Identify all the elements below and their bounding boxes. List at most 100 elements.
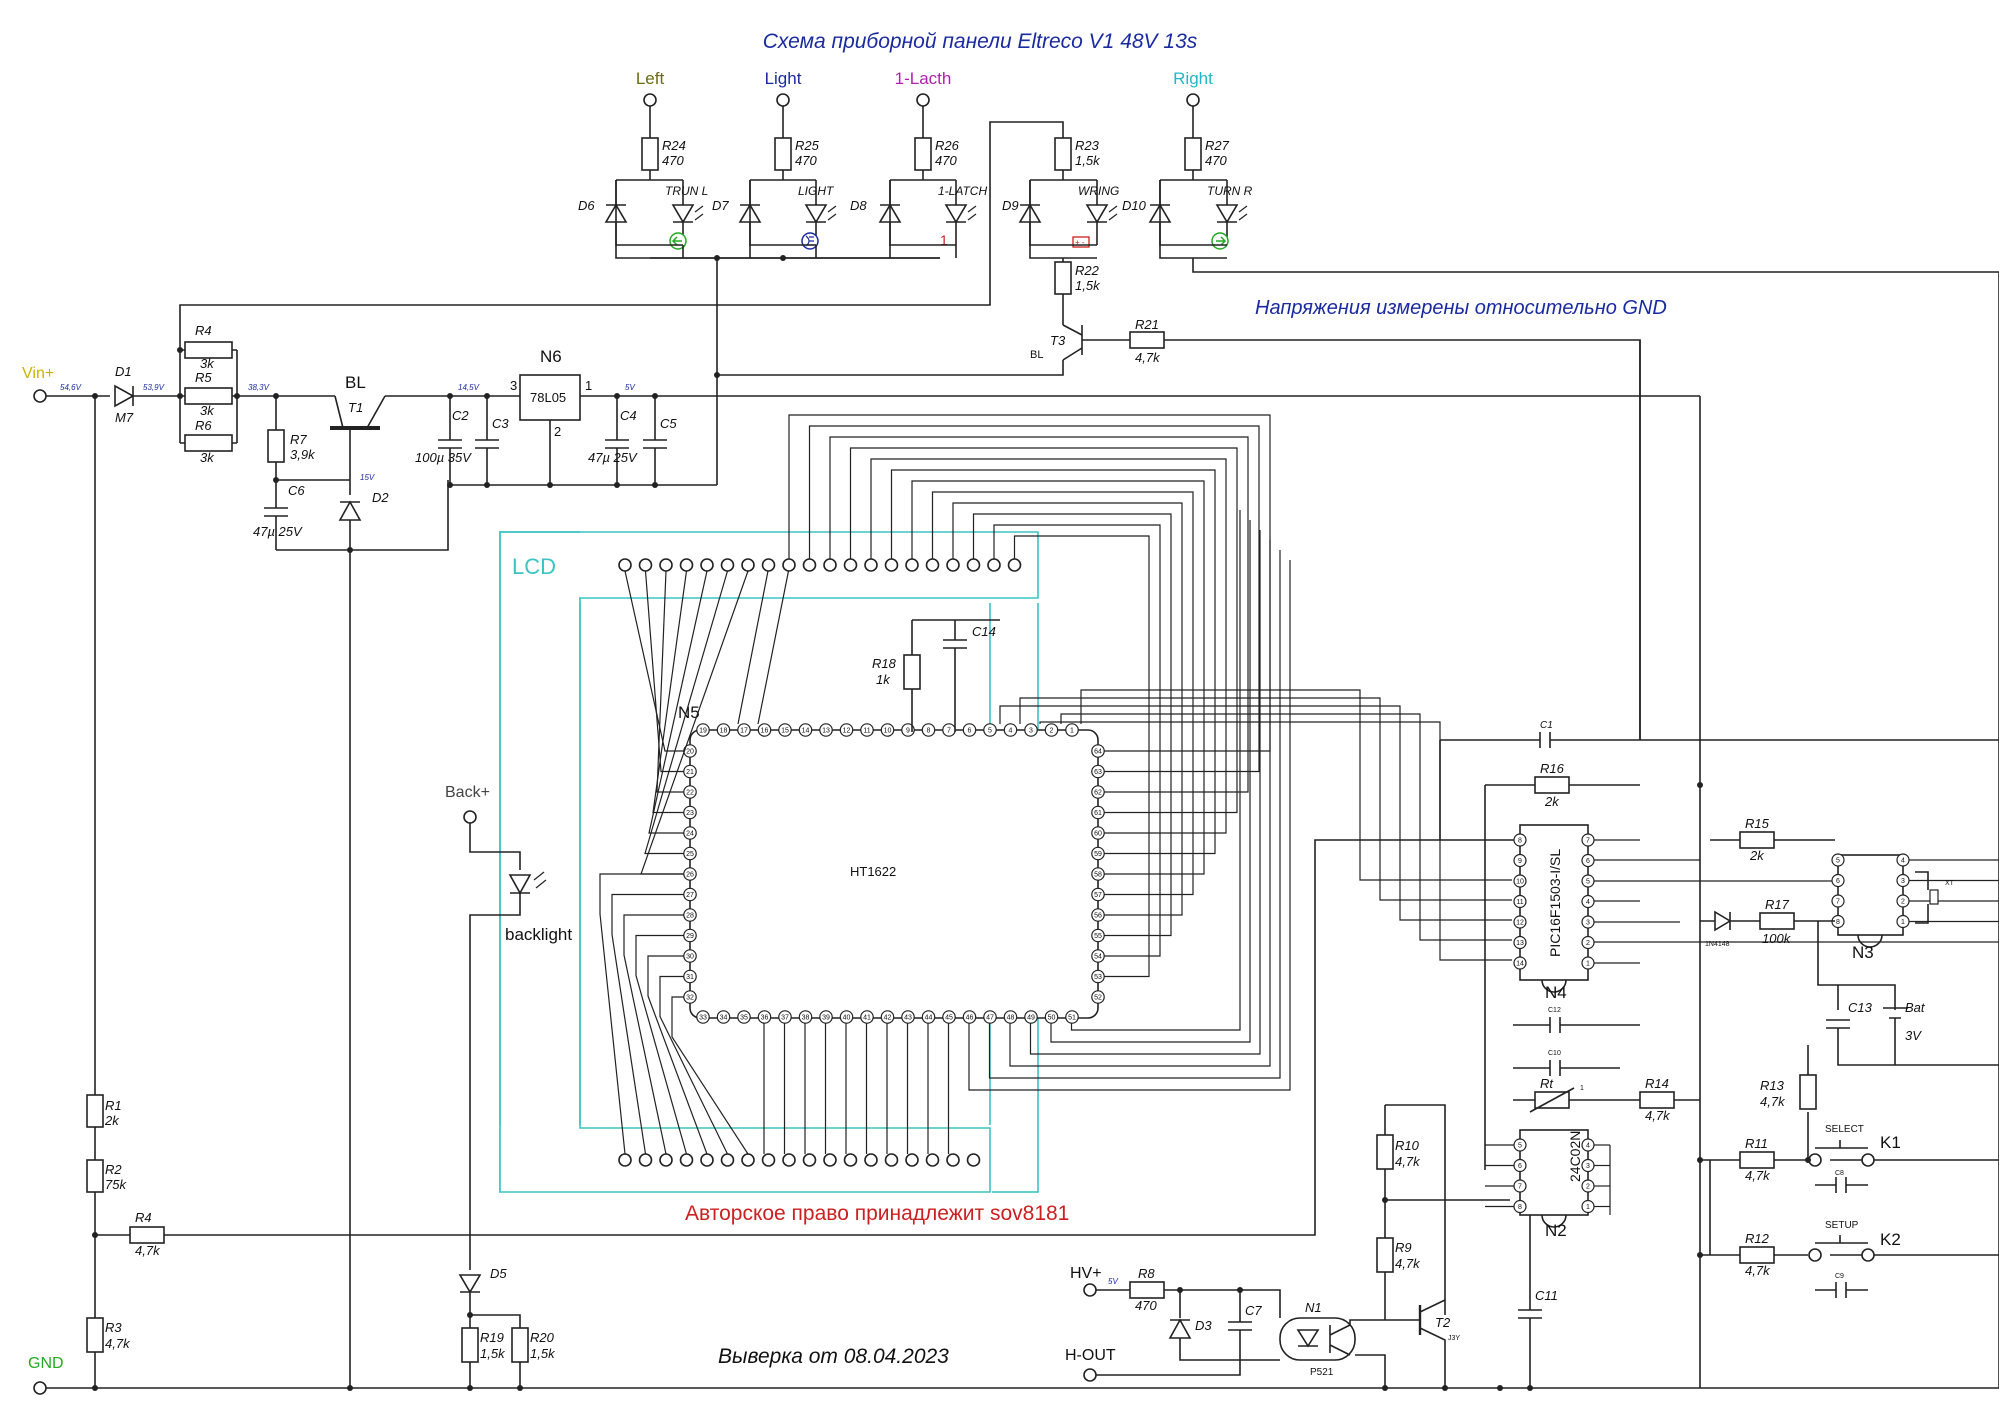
ht1622-pin-number: 44 [925,1015,933,1022]
ht1622-pin-number: 13 [822,728,830,735]
ht1622-pin-number: 35 [740,1015,748,1022]
lcd-wire [635,934,688,1155]
T2-val: J3Y [1448,1335,1460,1342]
ht1622-pin-number: 46 [966,1015,974,1022]
lcd-wire [656,570,684,793]
R23-ref: R23 [1075,138,1100,153]
indicator-led [944,204,968,224]
C2-ref: C2 [452,408,469,423]
R26-value: 470 [935,153,957,168]
R6-value: 3k [200,450,215,465]
ht1622-pin-number: 43 [904,1015,912,1022]
ht1622-pin-number: 52 [1094,995,1102,1002]
lcd-wire [1050,520,1251,1043]
ht1622-pin-number: 5 [988,728,992,735]
C13-ref: C13 [1848,1000,1873,1015]
ht1622-pin-number: 32 [686,995,694,1002]
R27-ref: R27 [1205,138,1230,153]
lcd-pad [741,558,755,572]
ht1622-pin-number: 58 [1094,872,1102,879]
lcd-wire [808,425,1260,773]
R24-ref: R24 [662,138,686,153]
T3-val: BL [1030,349,1043,361]
d2-voltage: 15V [360,473,375,482]
ht1622-pin-number: 3 [1029,728,1033,735]
ht1622-pin [798,723,813,737]
ht1622-pin [696,1010,710,1024]
n3-pin-number: 6 [1836,878,1840,885]
ht1622-pin [778,723,792,737]
ht1622-pin [1024,723,1038,737]
ht1622-pin-number: 12 [843,728,851,735]
lcd-wire [988,550,1281,1079]
vin-voltage: 54,6V [60,383,82,392]
ht1622-pin-number: 45 [945,1015,953,1022]
R10-ref: R10 [1395,1138,1420,1153]
D8-mark: 1 [940,232,948,248]
bat-value: 3V [1905,1028,1922,1043]
lcd-wire [611,893,684,1155]
ht1622-pin-number: 36 [761,1015,769,1022]
ht1622-pin [962,723,977,737]
lcd-wire [648,570,708,834]
N6-pin-out: 1 [585,378,592,393]
ht1622-pin-number: 61 [1094,810,1102,817]
hv-terminal [1083,1283,1097,1297]
ht1622-pin-number: 24 [686,831,694,838]
ht1622-pin-number: 42 [884,1015,892,1022]
K2-val: SETUP [1825,1220,1859,1231]
N2-part: 24C02N [1567,1131,1583,1182]
ht1622-pin-number: 21 [686,769,694,776]
R21-ref: R21 [1135,317,1159,332]
ht1622-pin [737,723,751,737]
pic-pin [1513,874,1527,888]
T3-transistor [1062,324,1130,361]
lcd-pad [905,1153,919,1167]
top-terminals [643,93,1200,107]
N1-ref: N1 [1305,1300,1322,1315]
lcd-wire [1070,510,1241,1031]
lcd-pad [946,1153,960,1167]
K2-ref: K2 [1880,1230,1901,1249]
lcd-pad [966,1153,981,1167]
lcd-wire [952,502,1183,916]
lcd-wire [599,873,684,1155]
ht1622-pin [860,723,874,737]
lcd-wire [647,955,708,1155]
n3-pin-number: 4 [1901,858,1905,865]
R2-ref: R2 [105,1162,122,1177]
R1-ref: R1 [105,1098,122,1113]
copyright-text: Авторское право принадлежит sov8181 [685,1202,1069,1225]
Rt-mark: 1 [1580,1085,1584,1092]
lcd-pad [618,1153,632,1167]
d1-voltage: 53,9V [143,383,165,392]
R3-ref: R3 [105,1320,122,1335]
eeprom-body [1519,1129,1589,1216]
ht1622-pin-number: 22 [686,790,694,797]
eeprom-pin-number: 5 [1518,1143,1522,1150]
D9-ref: D9 [1002,198,1019,213]
ht1622-pin [921,723,936,737]
R14-ref: R14 [1645,1076,1669,1091]
N5-part: HT1622 [850,864,896,879]
ht1622-pin [696,723,710,737]
gnd-net-label: GND [28,1355,64,1372]
ht1622-pin-number: 55 [1094,933,1102,940]
D2-ref: D2 [372,490,389,505]
ht1622-pin-number: 14 [802,728,810,735]
lcd-label: LCD [512,554,556,579]
lcd-pad [679,558,694,572]
R13-ref: R13 [1760,1078,1785,1093]
lcd-wire [659,975,729,1155]
ht1622-pin-number: 17 [740,728,748,735]
hv-net-label: HV+ [1070,1265,1102,1282]
ht1622-pin-number: 27 [686,892,694,899]
R5-value: 3k [200,403,215,418]
R1-value: 2k [104,1113,120,1128]
vin-terminal [33,389,47,403]
D7-led-label: LIGHT [798,184,835,198]
ht1622-pin-number: 8 [927,728,931,735]
ht1622-pin-number: 11 [863,728,870,735]
